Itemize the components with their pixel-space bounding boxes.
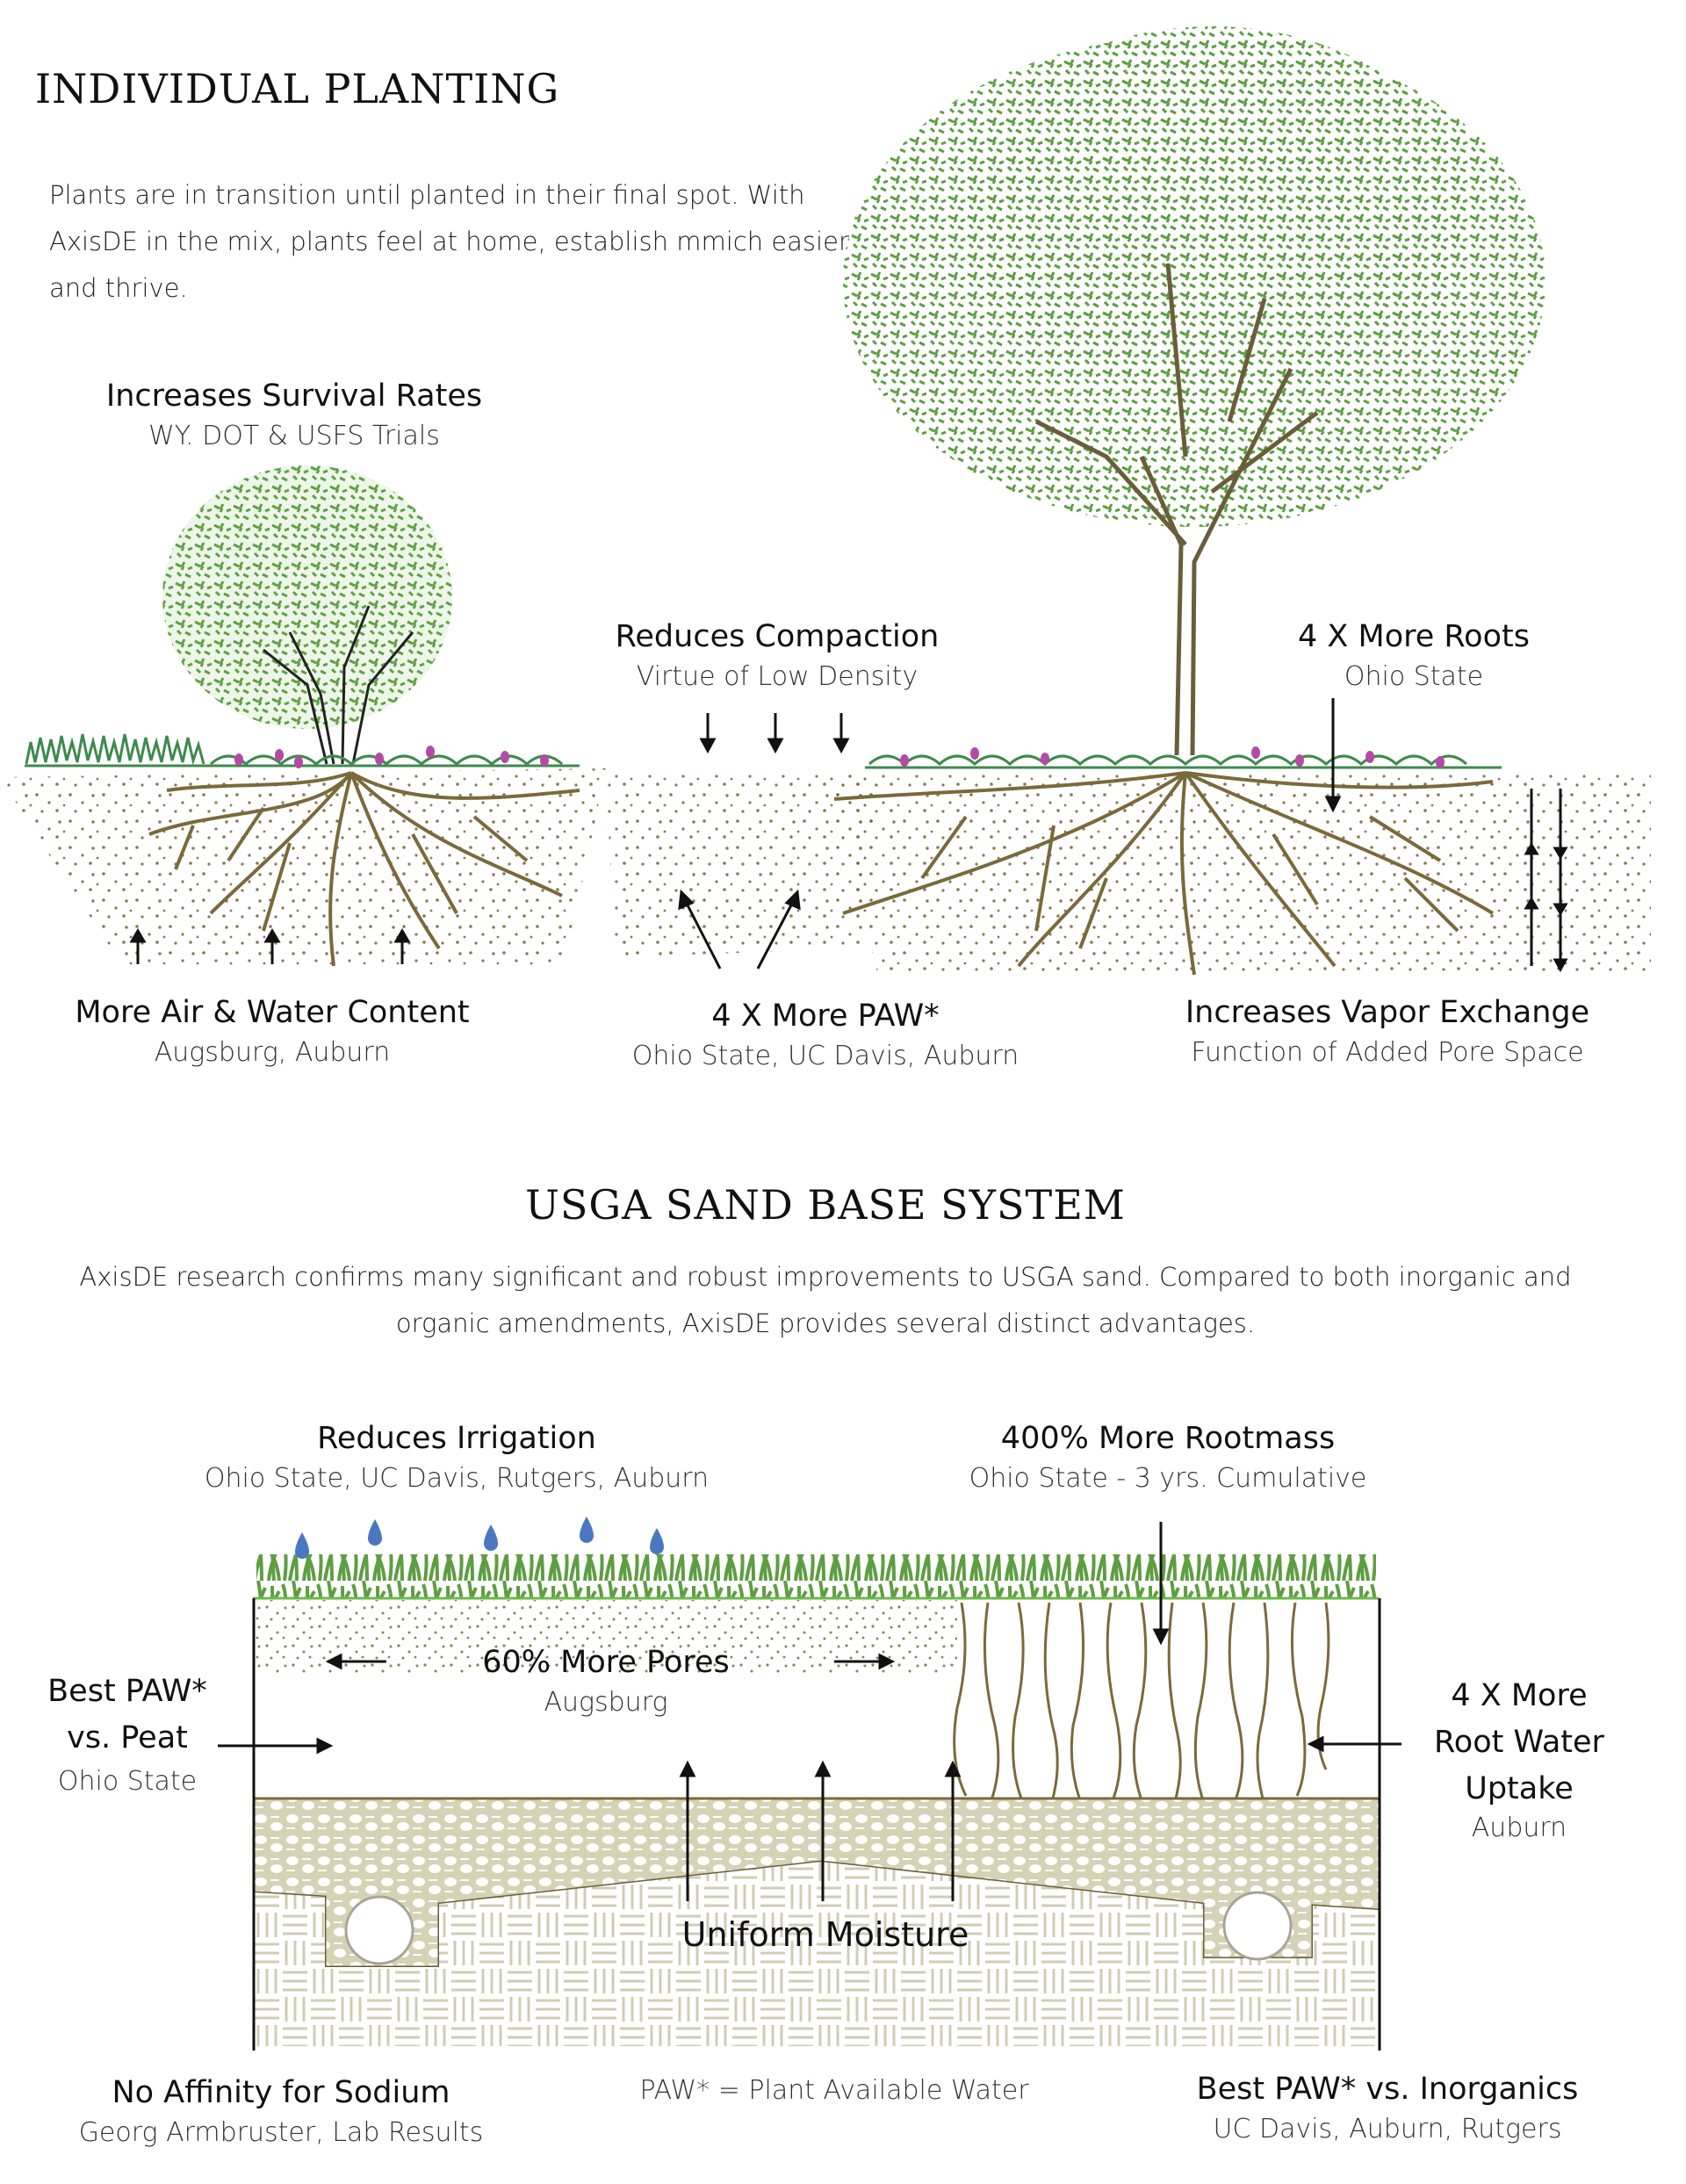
callout-more-paw: 4 X More PAW* Ohio State, UC Davis, Aubu… <box>606 996 1045 1077</box>
callout-source: UC Davis, Auburn, Rutgers <box>1213 2114 1562 2144</box>
callout-reduces-compaction: Reduces Compaction Virtue of Low Density <box>571 616 984 697</box>
callout-title: vs. Peat <box>67 1720 188 1755</box>
callout-source: Function of Added Pore Space <box>1191 1037 1584 1068</box>
callout-air-water-content: More Air & Water Content Augsburg, Aubur… <box>53 992 492 1073</box>
callout-source: Georg Armbruster, Lab Results <box>78 2117 484 2148</box>
callout-rootmass: 400% More Rootmass Ohio State - 3 yrs. C… <box>948 1418 1387 1499</box>
intro-line: Plants are in transition until planted i… <box>49 180 805 210</box>
section-title-usga: USGA SAND BASE SYSTEM <box>525 1181 1126 1229</box>
roots-icon <box>833 771 1495 976</box>
subsoil-pattern-icon <box>255 1862 1379 2046</box>
callout-title: Best PAW* <box>47 1674 207 1709</box>
callout-source: Augsburg <box>544 1687 668 1718</box>
arrow-icon <box>218 1522 1401 1901</box>
intro-line: AxisDE in the mix, plants feel at home, … <box>49 227 849 256</box>
callout-title: 60% More Pores <box>482 1645 730 1680</box>
callout-source: Ohio State, UC Davis, Rutgers, Auburn <box>204 1463 710 1494</box>
drain-pipe-icon <box>344 1895 414 1965</box>
callout-title: 4 X More Roots <box>1298 619 1530 654</box>
callout-title: Best PAW* vs. Inorganics <box>1196 2072 1579 2107</box>
arrow-icon <box>129 698 1568 973</box>
callout-best-paw-vs-peat: Best PAW* vs. Peat Ohio State <box>18 1669 237 1802</box>
callout-title: 4 X More <box>1451 1678 1588 1713</box>
footnote-text: PAW* = Plant Available Water <box>639 2075 1029 2106</box>
gravel-layer-icon <box>255 1798 1379 1967</box>
callout-source: Augsburg, Auburn <box>154 1037 391 1068</box>
callout-source: Virtue of Low Density <box>636 661 919 692</box>
usga-intro: AxisDE research confirms many significan… <box>0 1254 1651 1347</box>
drain-pipe-icon <box>1222 1891 1293 1961</box>
callout-source: Ohio State <box>57 1766 198 1797</box>
callout-title: Uptake <box>1465 1771 1574 1806</box>
intro-line: AxisDE research confirms many significan… <box>79 1262 1572 1292</box>
footnote-paw: PAW* = Plant Available Water <box>615 2071 1054 2111</box>
shrub-icon <box>162 465 564 768</box>
water-drop-icon <box>295 1517 664 1559</box>
callout-more-pores: 60% More Pores Augsburg <box>430 1642 782 1723</box>
callout-vapor-exchange: Increases Vapor Exchange Function of Add… <box>1159 992 1616 1073</box>
callout-source: WY. DOT & USFS Trials <box>148 421 440 451</box>
intro-line: organic amendments, AxisDE provides seve… <box>395 1308 1256 1338</box>
callout-title: 400% More Rootmass <box>1000 1421 1336 1456</box>
callout-source: Ohio State <box>1344 661 1484 692</box>
callout-title: Reduces Irrigation <box>317 1421 596 1456</box>
grass-icon <box>256 1554 1376 1598</box>
callout-title: No Affinity for Sodium <box>112 2075 450 2110</box>
callout-survival-rates: Increases Survival Rates WY. DOT & USFS … <box>88 376 501 457</box>
callout-title: Root Water <box>1434 1725 1604 1760</box>
roots-icon <box>148 771 580 967</box>
callout-more-roots: 4 X More Roots Ohio State <box>1238 616 1589 697</box>
callout-title: Increases Vapor Exchange <box>1185 995 1590 1030</box>
callout-uniform-moisture: Uniform Moisture <box>615 1914 1036 1955</box>
callout-title: Increases Survival Rates <box>105 378 483 414</box>
callout-title: Uniform Moisture <box>681 1915 969 1954</box>
intro-line: and thrive. <box>49 273 188 303</box>
individual-planting-illustration <box>0 26 1651 976</box>
callout-best-paw-inorganics: Best PAW* vs. Inorganics UC Davis, Aubur… <box>1159 2069 1616 2150</box>
roots-icon <box>953 1602 1330 1806</box>
callout-reduces-irrigation: Reduces Irrigation Ohio State, UC Davis,… <box>193 1418 720 1499</box>
callout-root-water-uptake: 4 X More Root Water Uptake Auburn <box>1405 1673 1633 1844</box>
section-title-individual-planting: INDIVIDUAL PLANTING <box>35 65 560 112</box>
callout-source: Ohio State, UC Davis, Auburn <box>631 1041 1020 1071</box>
callout-source: Auburn <box>1471 1813 1567 1843</box>
callout-source: Ohio State - 3 yrs. Cumulative <box>969 1463 1367 1494</box>
callout-title: Reduces Compaction <box>615 619 940 654</box>
tree-icon <box>843 26 1546 769</box>
callout-title: 4 X More PAW* <box>711 998 940 1034</box>
callout-sodium: No Affinity for Sodium Georg Armbruster,… <box>53 2072 509 2153</box>
individual-planting-intro: Plants are in transition until planted i… <box>49 172 892 312</box>
callout-title: More Air & Water Content <box>75 995 470 1030</box>
soil-icon <box>0 768 1651 975</box>
